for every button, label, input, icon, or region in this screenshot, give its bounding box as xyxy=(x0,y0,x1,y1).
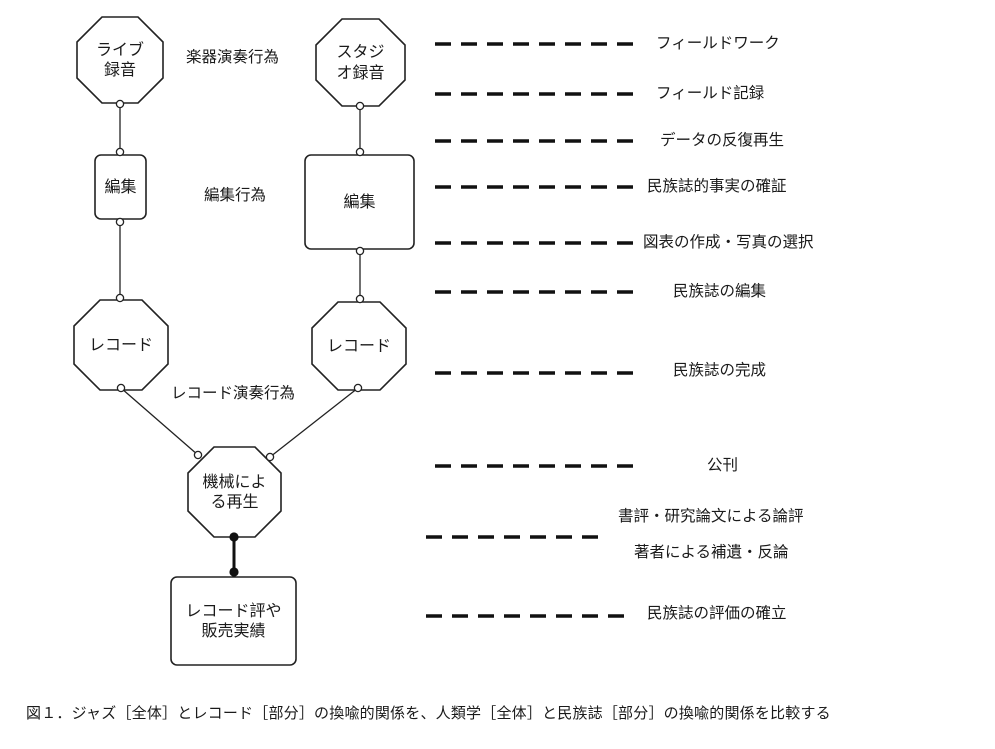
node-label-studio-recording: スタジ オ録音 xyxy=(336,42,385,82)
octagon-node-studio-recording xyxy=(315,18,406,107)
node-label-edit-right: 編集 xyxy=(343,191,376,211)
connector-dot xyxy=(355,147,365,157)
connector-dot xyxy=(115,293,125,303)
connector-dot xyxy=(115,99,125,109)
connector-dot xyxy=(265,452,275,462)
node-label-edit-left: 編集 xyxy=(104,176,137,196)
mapping-label: 図表の作成・写真の選択 xyxy=(643,233,814,251)
mapping-label: フィールド記録 xyxy=(656,84,765,102)
node-label-record-right: レコード xyxy=(326,335,391,355)
octagon-node-machine-playback xyxy=(187,446,282,538)
connector-dot-filled xyxy=(229,567,239,577)
mapping-label: 民族誌的事実の確証 xyxy=(647,177,787,195)
octagon-node-record-right xyxy=(311,301,407,391)
node-label-record-left: レコード xyxy=(88,334,153,354)
mapping-label: フィールドワーク xyxy=(656,34,780,52)
connector-dot xyxy=(115,147,125,157)
connector-dot-filled xyxy=(229,532,239,542)
connector-dot xyxy=(115,217,125,227)
mapping-label: 公刊 xyxy=(707,456,739,474)
mapping-label: 民族誌の完成 xyxy=(673,361,767,379)
act-label-editing: 編集行為 xyxy=(204,186,267,204)
mapping-label: 著者による補遺・反論 xyxy=(634,543,789,561)
octagon-node-record-left xyxy=(73,299,169,391)
node-label-machine-playback: 機械によ る再生 xyxy=(202,471,267,511)
connector-dot xyxy=(116,383,126,393)
connector-dot xyxy=(353,383,363,393)
act-label-record-performance: レコード演奏行為 xyxy=(171,384,296,402)
connector-dot xyxy=(355,294,365,304)
node-label-live-recording: ライブ 録音 xyxy=(95,39,144,79)
connector-dot xyxy=(355,101,365,111)
node-label-review-sales: レコード評や 販売実績 xyxy=(185,600,282,640)
octagon-node-live-recording xyxy=(76,16,164,104)
figure-caption: 図１．ジャズ［全体］とレコード［部分］の換喩的関係を、人類学［全体］と民族誌［部… xyxy=(26,704,831,722)
act-label-performance: 楽器演奏行為 xyxy=(186,48,280,66)
mapping-label: 書評・研究論文による論評 xyxy=(618,507,804,525)
connector-line xyxy=(269,387,359,458)
mapping-label: 民族誌の評価の確立 xyxy=(647,604,787,622)
connector-dot xyxy=(355,246,365,256)
mapping-label: 民族誌の編集 xyxy=(673,282,767,300)
mapping-label: データの反復再生 xyxy=(660,131,785,149)
connector-line xyxy=(120,387,199,456)
rect-node-review-sales xyxy=(170,576,297,666)
connector-dot xyxy=(193,450,203,460)
